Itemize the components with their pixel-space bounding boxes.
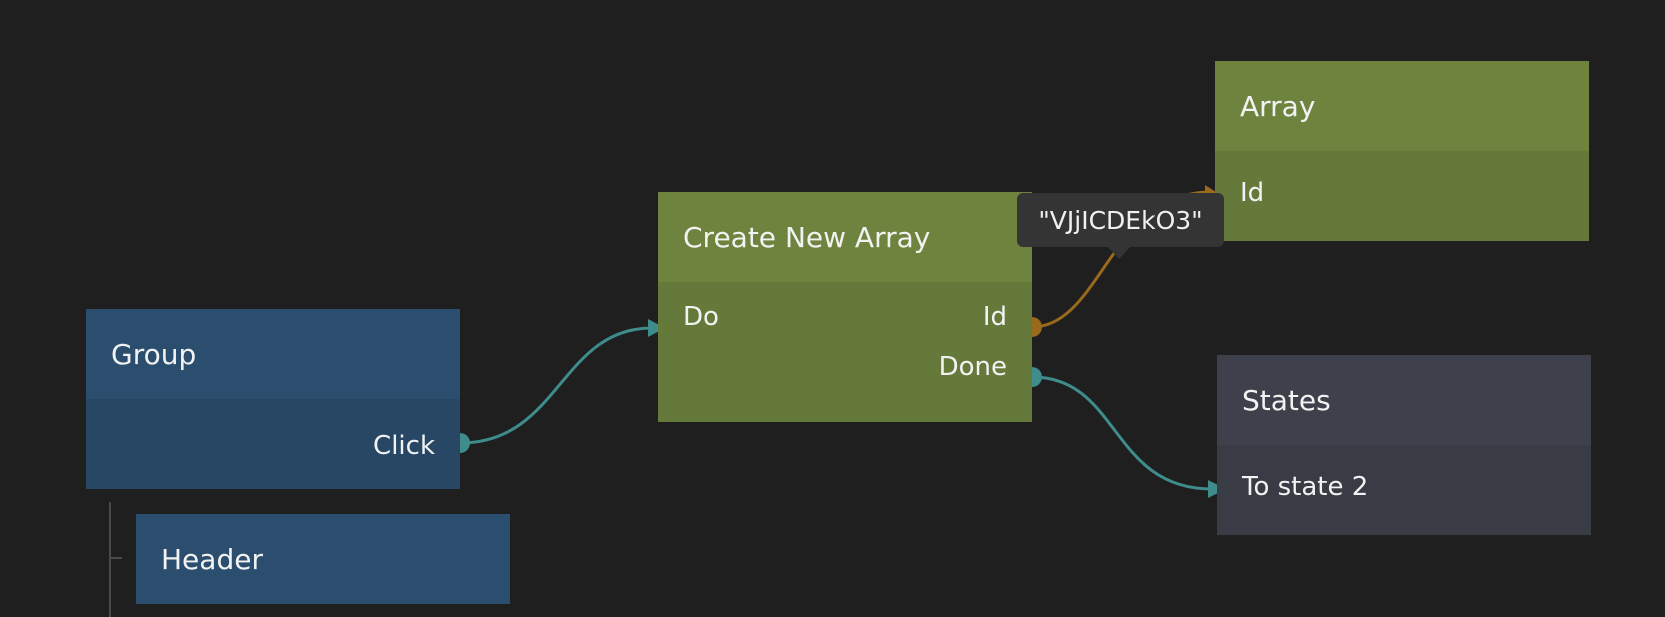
create-new-array-title: Create New Array (658, 192, 1032, 282)
array-node[interactable]: Array Id (1215, 61, 1589, 241)
group-node-title: Group (86, 309, 460, 399)
done-output-label: Done (938, 352, 1007, 382)
states-node-title: States (1217, 355, 1591, 445)
create-new-array-node[interactable]: Create New Array Do Id Done (658, 192, 1032, 422)
tooltip-pointer (1108, 247, 1130, 259)
group-node-body: Click (86, 399, 460, 489)
wire-click-to-do[interactable] (459, 326, 653, 445)
to-state-2-input-label: To state 2 (1242, 472, 1369, 502)
create-new-array-body: Do Id Done (658, 282, 1032, 422)
hierarchy-line (109, 502, 111, 617)
id-output-label: Id (982, 302, 1007, 332)
header-node[interactable]: Header (136, 514, 510, 604)
array-node-title: Array (1215, 61, 1589, 151)
wire-done-to-state-2[interactable] (1031, 375, 1213, 491)
array-node-body: Id (1215, 151, 1589, 241)
array-id-input-label: Id (1240, 178, 1265, 208)
group-node[interactable]: Group Click (86, 309, 460, 489)
header-node-title: Header (161, 542, 263, 576)
do-input-label: Do (683, 302, 719, 332)
id-value-tooltip: "VJjICDEkO3" (1017, 193, 1224, 247)
click-output-label: Click (373, 431, 435, 461)
states-node-body: To state 2 (1217, 445, 1591, 535)
hierarchy-branch (109, 557, 122, 559)
states-node[interactable]: States To state 2 (1217, 355, 1591, 535)
